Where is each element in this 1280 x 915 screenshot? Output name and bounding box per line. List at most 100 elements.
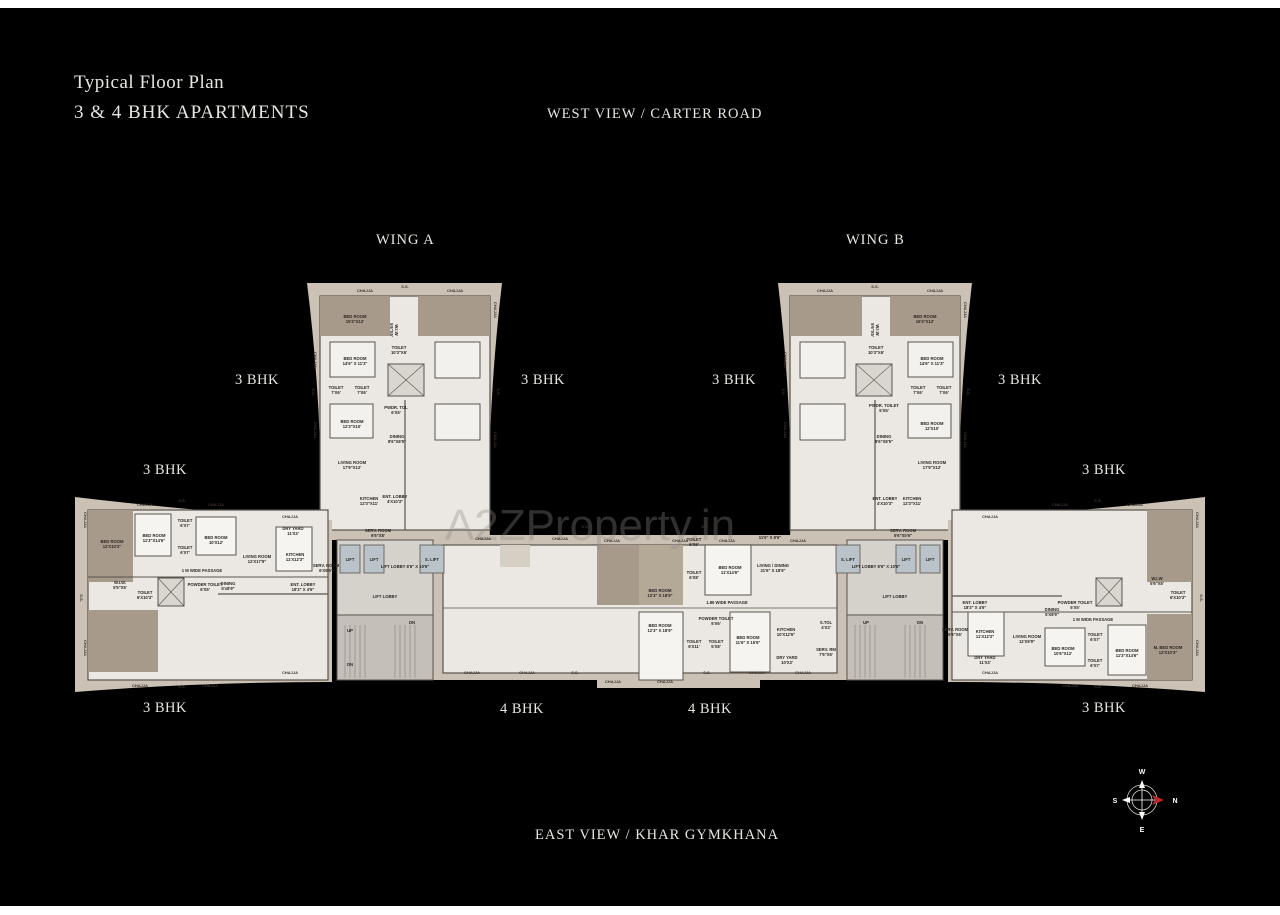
room-size: 5'x8'9" xyxy=(221,586,234,591)
room-name: BED ROOM xyxy=(718,565,742,570)
room-name: TOILET xyxy=(911,385,926,390)
chajja-label: CHAJJA xyxy=(963,302,968,318)
room-name: DINING xyxy=(1045,607,1060,612)
chajja-label: CHAJJA xyxy=(208,502,224,507)
room-name: S.TOL xyxy=(820,620,833,625)
room-name: SERV. ROOM xyxy=(942,627,969,632)
chajja-label: CHAJJA xyxy=(719,538,735,543)
room-name: LIVING ROOM xyxy=(1013,634,1042,639)
room-size: 10'X3' xyxy=(781,660,793,665)
room-size: 7'X6' xyxy=(913,390,922,395)
chajja-label: CHAJJA xyxy=(83,640,88,656)
room-name: SERV. ROOM xyxy=(365,528,392,533)
room-size: 5'X8'9" xyxy=(1045,612,1059,617)
room-size: 12'X10' xyxy=(925,426,939,431)
wing-b-label: WING B xyxy=(846,232,905,248)
room-size: 17'9"X12' xyxy=(923,465,941,470)
room-label: W.I.W5'6"X5' xyxy=(1150,576,1164,586)
chajja-label: CHAJJA xyxy=(605,679,621,684)
room-size: 4'X10'3" xyxy=(877,501,893,506)
room-label: 1 M WIDE PASSAGE xyxy=(1073,617,1114,622)
shaft-label: S.S. xyxy=(496,388,501,396)
watermark: A2ZProperty.in xyxy=(445,501,735,550)
unit-label: 3 BHK xyxy=(1082,700,1126,716)
room-name: DINING xyxy=(390,434,405,439)
unit-label: 3 BHK xyxy=(235,372,279,388)
room-name: ENT. LOBBY xyxy=(963,600,988,605)
room-name: ENT. LOBBY xyxy=(873,496,898,501)
room-size: 6'6"X8' xyxy=(371,533,385,538)
chajja-label: CHAJJA xyxy=(313,352,318,368)
chajja-label: CHAJJA xyxy=(783,422,788,438)
floor-plan-board xyxy=(0,8,1280,906)
chajja-label: CHAJJA xyxy=(790,538,806,543)
room-size: 11'3"X14'6" xyxy=(143,538,166,543)
room-name: DINING xyxy=(221,581,236,586)
right-wing xyxy=(948,497,1205,692)
compass: W E S N xyxy=(1113,769,1178,834)
room-size: 7'X6' xyxy=(331,390,340,395)
room-name: TOILET xyxy=(869,345,884,350)
room-size: 10'X12' xyxy=(209,540,223,545)
room-size: 7'X6' xyxy=(357,390,366,395)
room-size: 8'6"X8'5" xyxy=(388,439,406,444)
room-size: 6'X6' xyxy=(689,542,698,547)
room-name: POWDER TOILET xyxy=(699,616,734,621)
compass-south-arrow xyxy=(1122,797,1130,803)
unit-label: 3 BHK xyxy=(521,372,565,388)
room-label: W.I.W5'6"X5' xyxy=(870,323,880,337)
lift-core-a xyxy=(336,539,445,681)
room-name: TOILET xyxy=(138,590,153,595)
room-size: 5'6"X5' xyxy=(870,323,875,337)
room-name: DRY YARD xyxy=(776,655,797,660)
room-name: TOILET xyxy=(1088,658,1103,663)
room-size: 12'X17'9" xyxy=(248,559,266,564)
room-size: 5'5"X5' xyxy=(113,585,127,590)
room-label: W.I.W.5'5"X5' xyxy=(113,580,127,590)
room-size: 11'X3' xyxy=(979,660,991,665)
shaft-label: S.S. xyxy=(401,284,409,289)
center-4bhk-units xyxy=(433,535,847,688)
room-name: LIVING ROOM xyxy=(338,460,367,465)
wing-a-label: WING A xyxy=(376,232,435,248)
room-name: POWDER TOILET xyxy=(188,582,223,587)
room-size: 5'6"X5' xyxy=(389,323,394,337)
lift-label: LIFT xyxy=(926,557,935,562)
stair-up-label: UP xyxy=(347,628,353,633)
room-name: KITCHEN xyxy=(976,629,995,634)
compass-n: N xyxy=(1172,798,1177,805)
room-name: BED ROOM xyxy=(913,314,937,319)
room-name: BED ROOM xyxy=(920,356,944,361)
unit-label: 4 BHK xyxy=(500,701,544,717)
room-name: BED ROOM xyxy=(736,635,760,640)
room-name: BED ROOM xyxy=(648,623,672,628)
room-name: BED ROOM xyxy=(1115,648,1139,653)
chajja-label: CHAJJA xyxy=(447,288,463,293)
room-size: 5'X5' xyxy=(1070,605,1079,610)
unit-label: 4 BHK xyxy=(688,701,732,717)
chajja-label: CHAJJA xyxy=(357,288,373,293)
chajja-label: CHAJJA xyxy=(475,536,491,541)
room-name: PWDR. TOILET xyxy=(869,403,899,408)
wing-b-tower xyxy=(778,283,972,540)
